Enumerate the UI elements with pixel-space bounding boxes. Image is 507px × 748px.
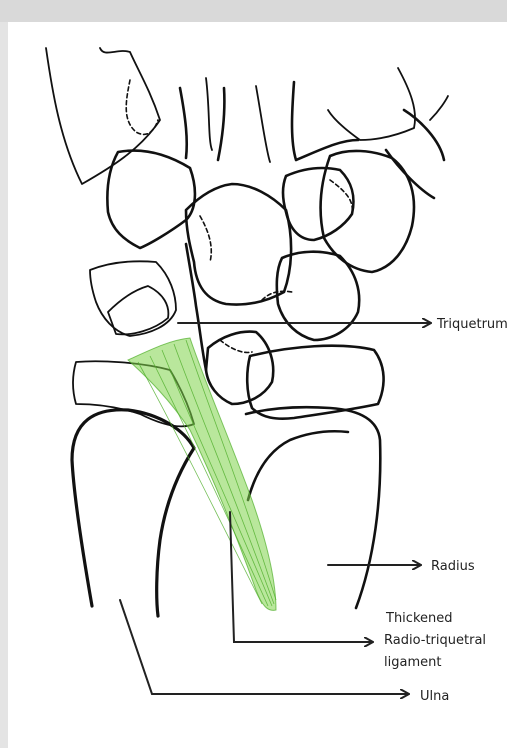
metacarpal-top-right bbox=[430, 96, 448, 120]
capitate-dashed bbox=[200, 216, 211, 262]
trapezoid bbox=[186, 184, 291, 305]
metacarpal-4 bbox=[292, 82, 358, 160]
label-radius: Radius bbox=[431, 559, 475, 574]
label-ligament-line2: Radio-triquetral bbox=[384, 633, 486, 648]
metacarpal-2 bbox=[180, 88, 224, 160]
metacarpal-5 bbox=[328, 68, 415, 140]
label-ligament-line3: ligament bbox=[384, 655, 441, 670]
ulna-shaft bbox=[72, 410, 194, 616]
label-ligament-line1: Thickened bbox=[385, 611, 453, 626]
label-triquetrum: Triquetrum bbox=[436, 317, 507, 332]
label-ulna: Ulna bbox=[420, 689, 449, 704]
triquetrum-bone bbox=[206, 332, 273, 404]
metacarpal-1-dashed bbox=[126, 80, 158, 134]
hamate bbox=[283, 168, 354, 240]
metacarpal-3 bbox=[206, 78, 270, 162]
ulna-arrow bbox=[120, 600, 408, 694]
metacarpal-1 bbox=[46, 48, 160, 184]
pisiform-dashed bbox=[220, 340, 252, 353]
radio-triquetral-ligament bbox=[128, 338, 276, 610]
radius-inner-line bbox=[248, 431, 348, 500]
trapezium bbox=[107, 151, 195, 248]
